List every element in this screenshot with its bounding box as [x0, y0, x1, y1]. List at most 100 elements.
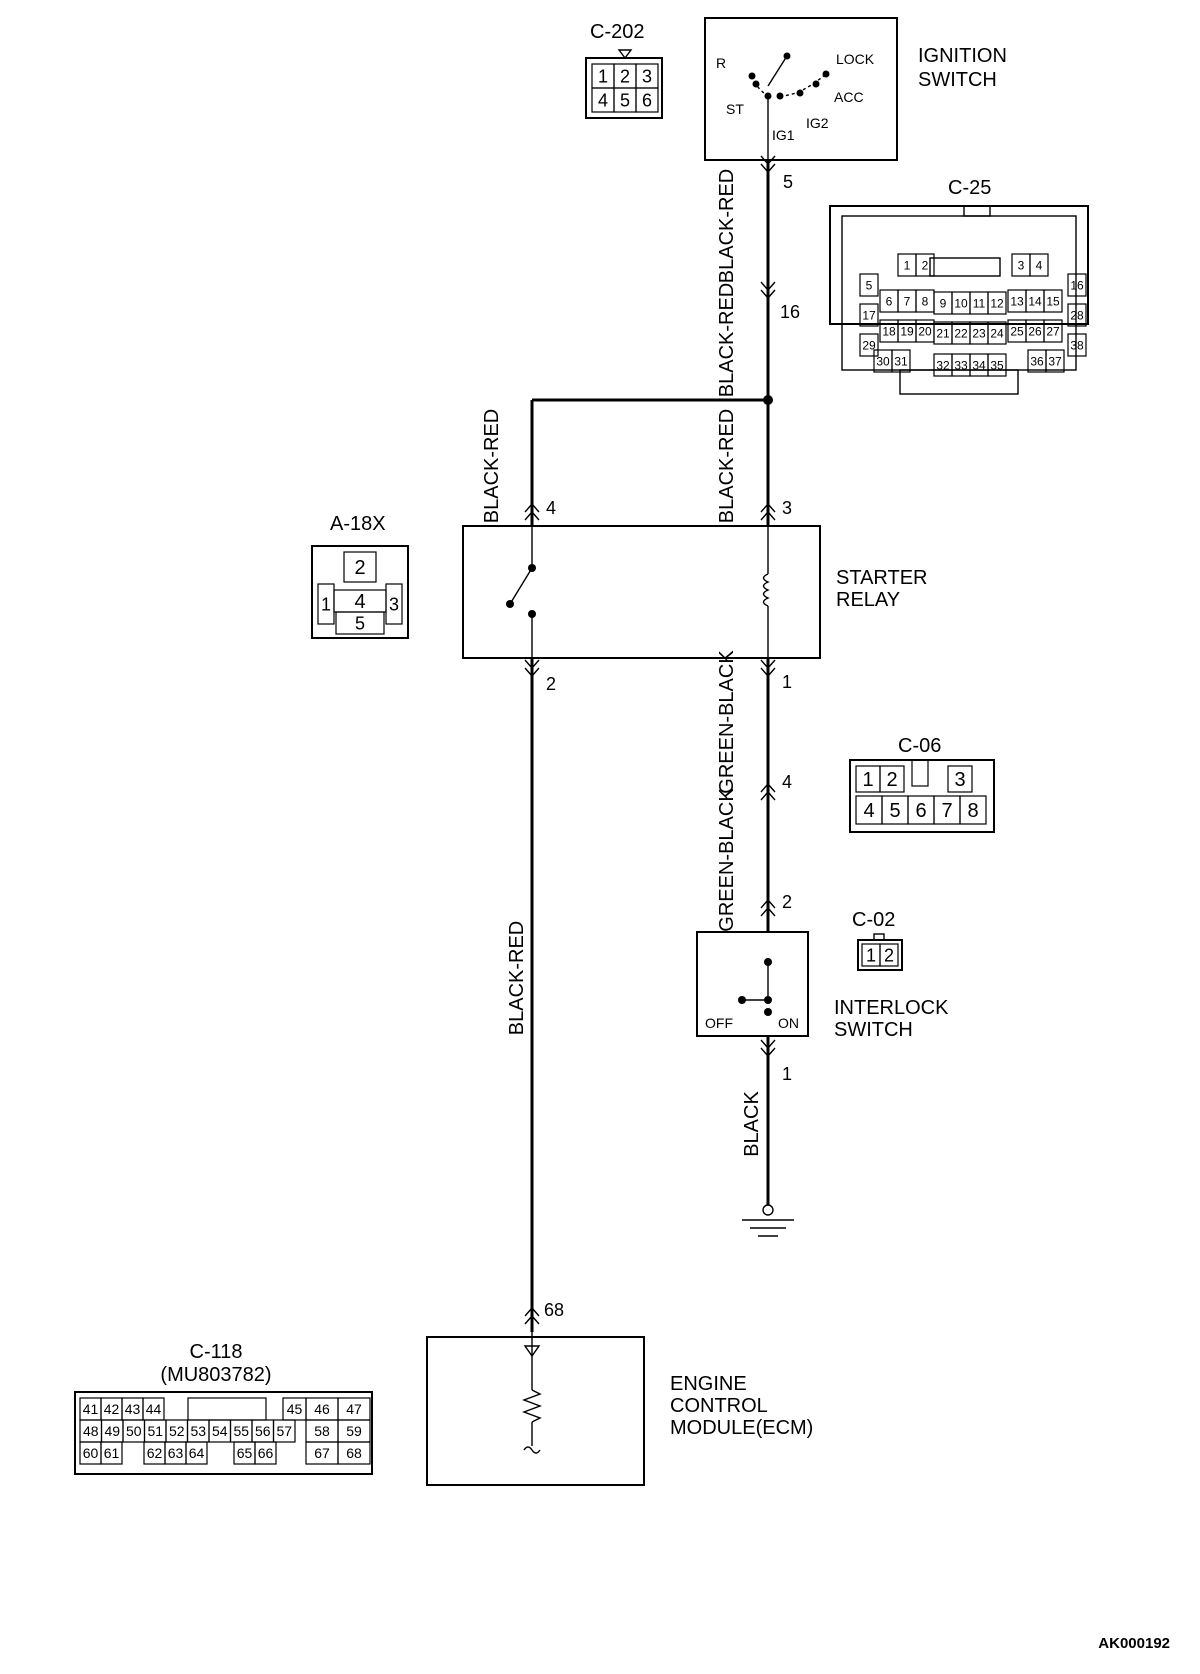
- connector-pin-number: 7: [904, 294, 911, 308]
- starter-relay-label-1: STARTER: [836, 567, 928, 589]
- connector-pin-number: 56: [255, 1423, 271, 1439]
- connector-pin-number: 35: [990, 358, 1004, 372]
- a18x-connector-face: [311, 545, 409, 639]
- c25-label: C-25: [948, 177, 991, 199]
- figure-code: AK000192: [1098, 1635, 1170, 1652]
- connector-pin-number: 2: [884, 945, 894, 965]
- connector-pin-cell: [891, 349, 911, 373]
- connector-pin-number: 9: [940, 296, 947, 310]
- connector-pin-cell: [915, 253, 935, 277]
- ignition-pos-ig1: IG1: [772, 127, 795, 143]
- pin-ecm-68: 68: [544, 1300, 564, 1320]
- ignition-pos-r: R: [716, 55, 726, 71]
- connector-pin-number: 60: [83, 1445, 99, 1461]
- connector-pin-number: 22: [954, 326, 968, 340]
- connector-pin-cell: [1045, 349, 1065, 373]
- connector-pin-number: 23: [972, 326, 986, 340]
- wire-color-label: BLACK-RED: [506, 921, 528, 1035]
- ignition-pos-ig2: IG2: [806, 115, 829, 131]
- pin-ign-5: 5: [783, 172, 793, 192]
- relay-coil: [762, 573, 770, 607]
- connector-pin-cell: [879, 765, 905, 793]
- connector-pin-cell: [1067, 273, 1087, 297]
- connector-pin-number: 58: [314, 1423, 330, 1439]
- ecm-label-2: CONTROL: [670, 1395, 768, 1417]
- connector-pin-number: 3: [954, 769, 965, 791]
- connector-pin-number: 2: [354, 557, 365, 579]
- connector-pin-cell: [337, 1441, 371, 1465]
- ecm-label-1: ENGINE: [670, 1373, 747, 1395]
- connector-pin-number: 34: [972, 358, 986, 372]
- connector-pin-number: 15: [1046, 294, 1060, 308]
- connector-pin-number: 21: [936, 326, 950, 340]
- connector-pin-number: 6: [915, 800, 926, 822]
- connector-pin-number: 65: [237, 1445, 253, 1461]
- ecm-resistor: [522, 1389, 542, 1423]
- connector-pin-cell: [879, 943, 899, 967]
- c118-connector-face: [74, 1391, 373, 1475]
- starter-relay-box: [462, 525, 821, 659]
- connector-pin-number: 1: [321, 594, 331, 614]
- pin-relay-2: 2: [546, 674, 556, 694]
- connector-pin-number: 45: [287, 1401, 303, 1417]
- connector-pin-number: 55: [233, 1423, 249, 1439]
- connector-pin-number: 5: [355, 613, 365, 633]
- ecm-box: [426, 1336, 645, 1486]
- connector-pin-cell: [185, 1441, 208, 1465]
- connector-pin-number: 19: [900, 324, 914, 338]
- connector-pin-cell: [859, 273, 879, 297]
- connector-pin-number: 51: [147, 1423, 163, 1439]
- connector-pin-number: 3: [1018, 258, 1025, 272]
- starter-relay-label-2: RELAY: [836, 589, 900, 611]
- connector-pin-number: 4: [1036, 258, 1043, 272]
- wire-color-label: BLACK: [741, 1091, 763, 1157]
- connector-pin-cell: [335, 611, 385, 635]
- connector-pin-cell: [1067, 333, 1087, 357]
- connector-pin-number: 48: [83, 1423, 99, 1439]
- connector-pin-number: 67: [314, 1445, 330, 1461]
- connector-pin-cell: [987, 321, 1007, 345]
- connector-pin-number: 3: [642, 66, 652, 86]
- connector-pin-number: 30: [876, 354, 890, 368]
- pin-interlock-1: 1: [782, 1064, 792, 1084]
- connector-pin-number: 17: [862, 308, 876, 322]
- c25-connector-face: [829, 205, 1089, 395]
- connector-pin-number: 8: [922, 294, 929, 308]
- wire-color-label: BLACK-RED: [716, 169, 738, 283]
- connector-pin-number: 12: [990, 296, 1004, 310]
- connector-pin-number: 43: [125, 1401, 141, 1417]
- connector-pin-number: 7: [941, 800, 952, 822]
- connector-pin-cell: [187, 1397, 267, 1421]
- connector-pin-cell: [959, 795, 987, 825]
- connector-pin-cell: [911, 759, 929, 787]
- ecm-input-symbol: [523, 1446, 541, 1454]
- connector-pin-cell: [1029, 253, 1049, 277]
- pin-interlock-2: 2: [782, 892, 792, 912]
- connector-pin-number: 33: [954, 358, 968, 372]
- interlock-on-label: ON: [778, 1015, 799, 1031]
- connector-pin-number: 25: [1010, 324, 1024, 338]
- connector-pin-number: 47: [346, 1401, 362, 1417]
- connector-pin-number: 27: [1046, 324, 1060, 338]
- connector-pin-number: 5: [889, 800, 900, 822]
- connector-pin-number: 50: [126, 1423, 142, 1439]
- connector-pin-number: 1: [598, 66, 608, 86]
- connector-pin-number: 29: [862, 338, 876, 352]
- connector-pin-number: 49: [104, 1423, 120, 1439]
- connector-pin-cell: [1067, 303, 1087, 327]
- connector-pin-number: 4: [598, 90, 608, 110]
- c06-label: C-06: [898, 735, 941, 757]
- ignition-switch-label-2: SWITCH: [918, 69, 997, 91]
- connector-pin-number: 8: [967, 800, 978, 822]
- c202-key: [617, 49, 633, 60]
- connector-pin-number: 1: [866, 945, 876, 965]
- interlock-switch-box: [696, 931, 809, 1037]
- connector-pin-cell: [100, 1441, 123, 1465]
- c202-label: C-202: [590, 21, 644, 43]
- connector-pin-number: 68: [346, 1445, 362, 1461]
- pin-relay-4: 4: [546, 498, 556, 518]
- connector-pin-cell: [1043, 289, 1063, 313]
- connector-pin-number: 3: [389, 594, 399, 614]
- relay-contact-blade: [509, 567, 533, 605]
